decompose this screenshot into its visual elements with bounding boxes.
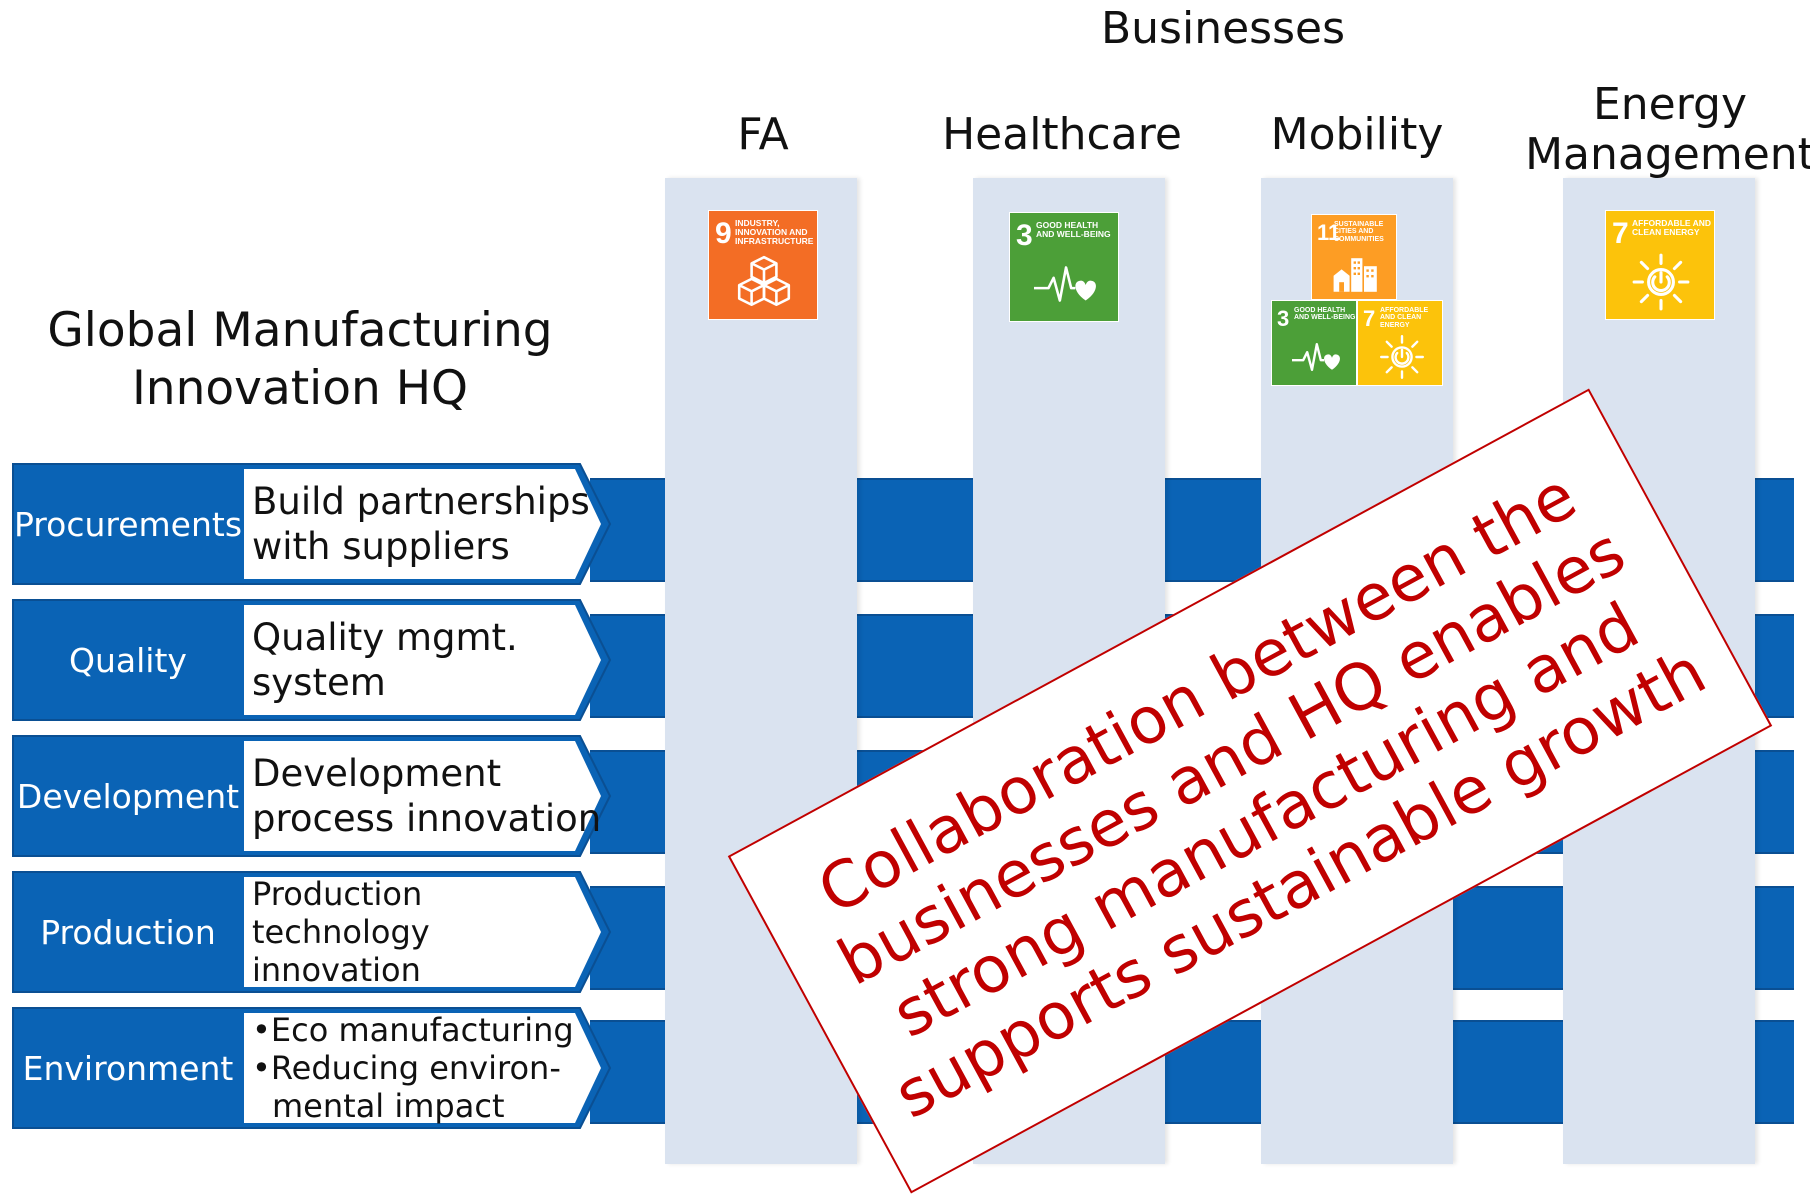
sdg-caption: Good health and well-being [1294,307,1356,322]
sdg-7-badge: 7 Affordable and clean energy [1605,210,1715,320]
sdg-caption: Industry, innovation and infrastructure [735,218,814,246]
row-label: Development [16,776,240,816]
heartbeat-icon [1292,343,1340,371]
row-description: •Eco manufacturing •Reducing environ- me… [252,1010,612,1126]
desc-line: system [252,661,386,704]
sdg-number: 3 [1016,219,1033,252]
sdg-number: 9 [715,217,732,250]
column-header-energy-management: Energy Management [1525,79,1810,180]
column-header-mobility: Mobility [1270,109,1444,160]
sdg-3-badge: 3 Good health and well-being [1009,212,1119,322]
row-arrow-shape [12,871,612,993]
sdg-number: 11 [1317,220,1341,245]
desc-line: with suppliers [252,525,510,568]
desc-line: innovation [252,951,421,989]
desc-line: process innovation [252,797,602,840]
city-icon [1333,258,1377,292]
sdg-number: 3 [1277,306,1290,331]
hq-row-quality: Quality Quality mgmt. system [12,598,612,722]
row-label: Quality [69,640,187,680]
desc-line: Development [252,752,502,795]
sdg-caption: Sustainable cities and communities [1334,221,1384,243]
desc-line: Build partnerships [252,480,590,523]
sdg-caption: Affordable and clean energy [1380,307,1429,329]
sdg-7-badge: 7 Affordable and clean energy [1357,300,1443,386]
row-arrow-shape [12,599,612,721]
row-description: Quality mgmt. system [252,602,612,718]
row-arrow-shape [12,1007,612,1129]
desc-line: mental impact [272,1087,505,1125]
row-label: Production [40,912,216,952]
hq-row-environment: Environment •Eco manufacturing •Reducing… [12,1006,612,1130]
row-arrow-shape [12,735,612,857]
desc-line: technology [252,913,430,951]
desc-line: •Eco manufacturing [252,1011,574,1049]
sdg-number: 7 [1363,306,1376,331]
row-label: Environment [22,1048,234,1088]
hq-row-production: Production Production technology innovat… [12,870,612,994]
sdg-number: 7 [1612,217,1629,250]
sdg-9-badge: 9 Industry, innovation and infrastructur… [708,210,818,320]
row-description: Build partnerships with suppliers [252,466,612,582]
cubes-icon [737,255,791,307]
hq-title: Global Manufacturing Innovation HQ [47,303,553,416]
sdg-caption: Affordable and clean energy [1632,218,1712,237]
sdg-caption: Good health and well-being [1036,220,1111,239]
heartbeat-icon [1034,266,1096,302]
row-description: Development process innovation [252,738,612,854]
businesses-header: Businesses [1100,3,1346,54]
hq-row-procurements: Procurements Build partnerships with sup… [12,462,612,586]
sdg-3-badge: 3 Good health and well-being [1271,300,1357,386]
desc-line: •Reducing environ- [252,1049,561,1087]
desc-line: Production [252,875,423,913]
row-description: Production technology innovation [252,874,612,990]
column-header-healthcare: Healthcare [942,109,1182,160]
desc-line: Quality mgmt. [252,616,518,659]
column-header-fa: FA [737,109,789,160]
sdg-11-badge: 11 Sustainable cities and communities [1311,214,1397,300]
sun-power-icon [1632,253,1690,311]
hq-row-development: Development Development process innovati… [12,734,612,858]
row-arrow-shape [12,463,612,585]
sun-power-icon [1380,335,1424,379]
row-label: Procurements [13,504,243,544]
